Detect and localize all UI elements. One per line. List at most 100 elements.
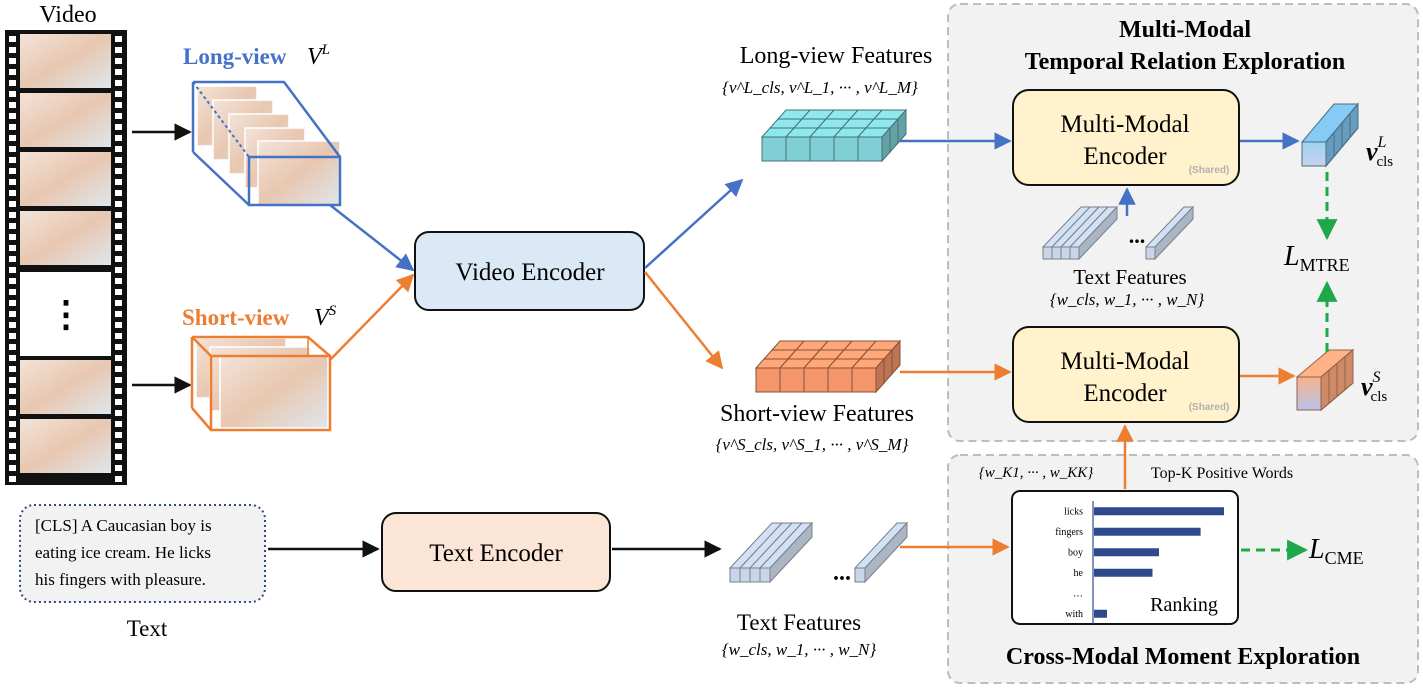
film-sprocket — [9, 432, 16, 438]
video-frame — [20, 152, 111, 206]
film-sprocket — [9, 366, 16, 372]
film-sprocket — [9, 377, 16, 383]
film-sprocket — [115, 113, 122, 119]
film-sprocket — [9, 311, 16, 317]
token-side — [1154, 205, 1194, 261]
film-sprocket — [115, 58, 122, 64]
mm-encoder-bottom-line2: Encoder — [1083, 380, 1167, 407]
text-features-mid-icon — [1041, 205, 1195, 261]
film-sprocket — [115, 311, 122, 317]
film-sprocket — [9, 256, 16, 262]
text-features-mid-ellipsis: ... — [1129, 223, 1146, 248]
text-features-mid-formula: {w_cls, w_1, ··· , w_N} — [1050, 290, 1205, 309]
film-sprocket — [115, 80, 122, 86]
arrow-long-to-encoder — [329, 204, 415, 272]
film-sprocket — [115, 388, 122, 394]
film-sprocket — [9, 399, 16, 405]
feature-cell-front — [803, 367, 829, 393]
short-view-symbol: VS — [314, 303, 337, 331]
cls-front — [1301, 141, 1327, 167]
text-features-bottom-label: Text Features — [737, 610, 861, 635]
arrow-encoder-short-features — [644, 271, 724, 370]
film-sprocket — [115, 179, 122, 185]
film-sprocket — [115, 234, 122, 240]
film-sprocket — [115, 267, 122, 273]
film-sprocket — [115, 91, 122, 97]
film-sprocket — [9, 179, 16, 185]
ranking-word: with — [1065, 609, 1083, 620]
caption-line-1: [CLS] A Caucasian boy is — [35, 516, 212, 535]
film-sprocket — [9, 300, 16, 306]
film-sprocket — [115, 157, 122, 163]
video-label: Video — [39, 2, 96, 28]
text-input-label: Text — [127, 616, 168, 641]
film-sprocket — [115, 190, 122, 196]
film-sprocket — [115, 322, 122, 328]
film-sprocket — [9, 80, 16, 86]
token-front — [739, 567, 751, 583]
short-features-label: Short-view Features — [720, 401, 914, 427]
text-features-bottom-ellipsis: ... — [833, 560, 851, 586]
film-sprocket — [115, 366, 122, 372]
token-front — [729, 567, 741, 583]
film-sprocket — [9, 333, 16, 339]
cme-title: Cross-Modal Moment Exploration — [1006, 644, 1360, 670]
ranking-label: Ranking — [1150, 594, 1218, 616]
short-view-feature-grid — [754, 339, 902, 394]
film-sprocket — [115, 47, 122, 53]
film-sprocket — [9, 102, 16, 108]
film-sprocket — [9, 113, 16, 119]
film-sprocket — [9, 278, 16, 284]
mm-encoder-bottom-line1: Multi-Modal — [1060, 348, 1189, 375]
film-sprocket — [115, 69, 122, 75]
v-cls-short-token — [1295, 348, 1355, 412]
feature-cell-front — [857, 136, 883, 162]
short-view-clip — [190, 335, 332, 432]
ranking-word: licks — [1064, 506, 1083, 517]
mm-encoder-bottom-box — [1012, 326, 1240, 423]
long-features-label: Long-view Features — [740, 43, 933, 69]
film-sprocket — [115, 410, 122, 416]
film-sprocket — [115, 201, 122, 207]
loss-cme: LCME — [1308, 534, 1364, 568]
film-sprocket — [9, 465, 16, 471]
film-sprocket — [115, 135, 122, 141]
feature-cell-front — [755, 367, 781, 393]
film-sprocket — [9, 245, 16, 251]
arrow-encoder-long-features — [644, 178, 744, 269]
feature-cell-front — [827, 367, 853, 393]
feature-cell-front — [833, 136, 859, 162]
film-sprocket — [115, 124, 122, 130]
feature-cell-front — [779, 367, 805, 393]
film-sprocket — [9, 223, 16, 229]
token-front — [759, 567, 771, 583]
film-sprocket — [115, 399, 122, 405]
film-sprocket — [115, 454, 122, 460]
token-front — [1069, 246, 1080, 260]
film-sprocket — [115, 256, 122, 262]
cls-front — [1296, 376, 1322, 411]
top-k-formula: {w_K1, ··· , w_KK} — [979, 465, 1094, 481]
film-sprocket — [9, 201, 16, 207]
film-sprocket — [115, 333, 122, 339]
film-sprocket — [9, 212, 16, 218]
film-sprocket — [9, 135, 16, 141]
video-frame — [20, 93, 111, 147]
caption-box — [19, 504, 266, 603]
film-sprocket — [9, 289, 16, 295]
token-front — [1145, 246, 1156, 260]
film-sprocket — [115, 465, 122, 471]
ranking-bar — [1094, 568, 1153, 577]
v-cls-long-token — [1300, 102, 1360, 168]
feature-cell-front — [851, 367, 877, 393]
ranking-bar — [1094, 507, 1224, 516]
video-ellipsis: ⋮ — [48, 294, 84, 334]
arrow-short-to-encoder — [329, 273, 415, 361]
ranking-word: fingers — [1055, 527, 1083, 538]
film-sprocket — [9, 69, 16, 75]
mm-encoder-top-shared: (Shared) — [1189, 165, 1230, 176]
text-features-bottom-formula: {w_cls, w_1, ··· , w_N} — [722, 640, 877, 659]
